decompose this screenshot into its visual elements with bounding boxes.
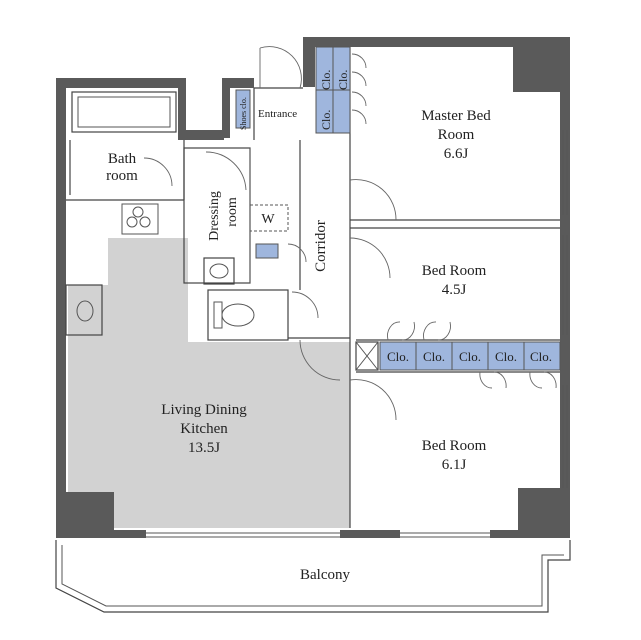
bath-line2: room <box>106 168 138 184</box>
corridor-label: Corridor <box>313 220 329 272</box>
balcony-label: Balcony <box>300 567 350 583</box>
exterior-walls <box>56 37 570 538</box>
bed-room-3-size: 6.1J <box>442 457 467 473</box>
ldk-floor <box>68 238 350 528</box>
master-closets <box>315 46 351 134</box>
ldk-line2: Kitchen <box>180 421 228 437</box>
room-labels: Entrance Shoes clo. Clo. Clo. Clo. Maste… <box>106 70 552 583</box>
closet-label: Clo. <box>423 349 445 364</box>
closet-label: Clo. <box>336 70 350 90</box>
ldk-line1: Living Dining <box>161 402 247 418</box>
dressing-line2: room <box>225 197 240 227</box>
master-bed-line2: Room <box>438 127 475 143</box>
closet-label: Clo. <box>459 349 481 364</box>
windows <box>146 130 568 538</box>
master-bed-size: 6.6J <box>444 146 469 162</box>
closet-label: Clo. <box>387 349 409 364</box>
bedroom-closets <box>379 341 561 371</box>
balcony-outline <box>55 540 571 613</box>
closet-label: Clo. <box>319 110 333 130</box>
master-bed-line1: Master Bed <box>421 108 491 124</box>
closet-label: Clo. <box>530 349 552 364</box>
ldk-size: 13.5J <box>188 440 220 456</box>
interior-walls <box>65 47 560 528</box>
bed-room-2-line1: Bed Room <box>422 263 487 279</box>
washer-label: W <box>261 212 275 227</box>
bath-line1: Bath <box>108 151 137 167</box>
closet-label: Clo. <box>319 70 333 90</box>
bed-room-2-size: 4.5J <box>442 282 467 298</box>
entrance-label: Entrance <box>258 108 297 120</box>
shoes-closet-label: Shoes clo. <box>239 97 248 130</box>
bed-room-3-line1: Bed Room <box>422 438 487 454</box>
dressing-line1: Dressing <box>207 191 222 241</box>
closet-label: Clo. <box>495 349 517 364</box>
doors <box>143 46 557 421</box>
